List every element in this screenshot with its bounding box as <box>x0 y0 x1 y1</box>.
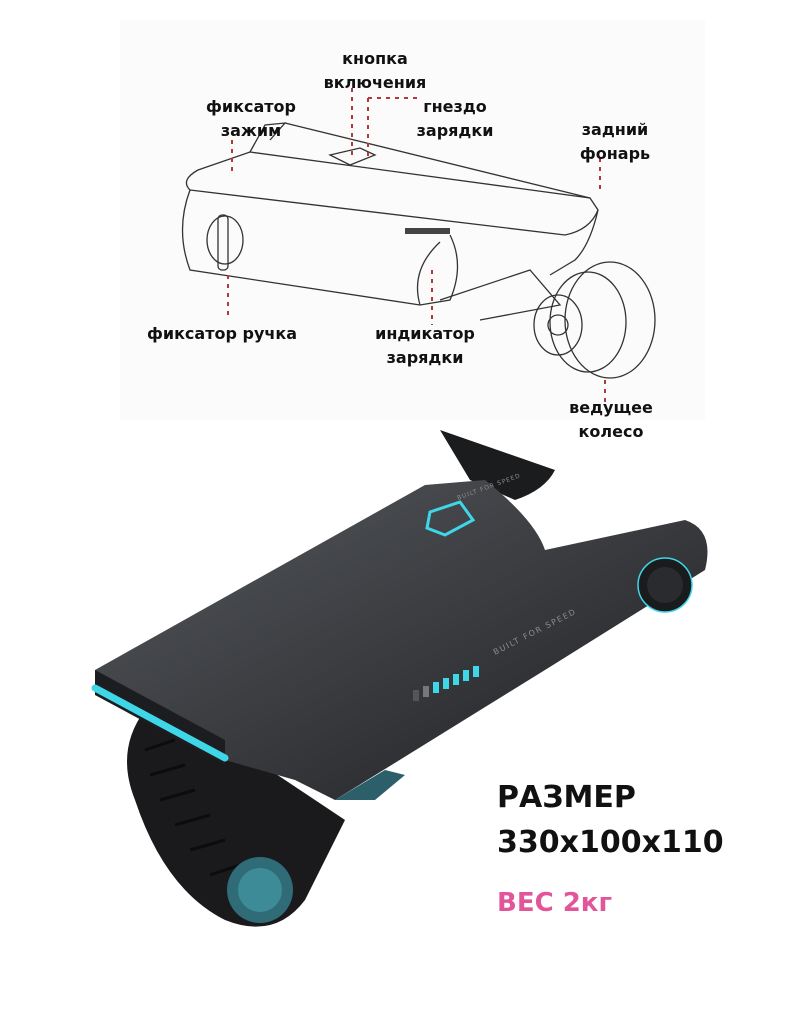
device-body <box>95 480 708 800</box>
label-line: колесо <box>578 422 644 441</box>
label-line: задний <box>581 120 649 139</box>
label-line: зарядки <box>386 348 464 367</box>
label-line: индикатор <box>375 324 475 343</box>
device-line-drawing <box>181 88 656 405</box>
indicator-leds-drawing <box>405 228 450 234</box>
leader-lines <box>227 88 606 405</box>
front-light-bar <box>91 684 229 762</box>
power-button <box>425 500 476 537</box>
label-line: ведущее <box>569 398 653 417</box>
weight-label: ВЕС 2кг <box>497 888 613 918</box>
size-value: 330x100x110 <box>497 825 724 860</box>
line-drawing-diagram <box>120 20 705 420</box>
device-render: BUILT FOR SPEED BUILT FOR SPEED <box>91 430 708 927</box>
label-charge-indicator: индикатор зарядки <box>375 322 475 370</box>
label-clamp-lock: фиксатор зажим <box>206 95 296 143</box>
front-tire <box>127 710 345 927</box>
label-drive-wheel: ведущее колесо <box>569 396 653 444</box>
label-rear-light: задний фонарь <box>580 118 650 166</box>
label-line: включения <box>323 73 427 92</box>
label-line: фиксатор <box>206 97 296 116</box>
label-line: зажим <box>220 121 282 140</box>
size-title: РАЗМЕР <box>497 780 636 815</box>
label-line: гнездо <box>423 97 487 116</box>
tire-tread <box>144 738 241 877</box>
charge-indicator-leds <box>413 666 479 701</box>
label-line: фонарь <box>579 144 651 163</box>
label-power-button: кнопка включения <box>324 47 427 95</box>
label-charge-port: гнездо зарядки <box>417 95 494 143</box>
label-line: кнопка <box>342 49 408 68</box>
label-line: фиксатор ручка <box>146 324 298 343</box>
product-photo: BUILT FOR SPEED BUILT FOR SPEED <box>75 420 725 969</box>
label-handle-lock: фиксатор ручка <box>147 322 297 346</box>
label-line: зарядки <box>416 121 494 140</box>
